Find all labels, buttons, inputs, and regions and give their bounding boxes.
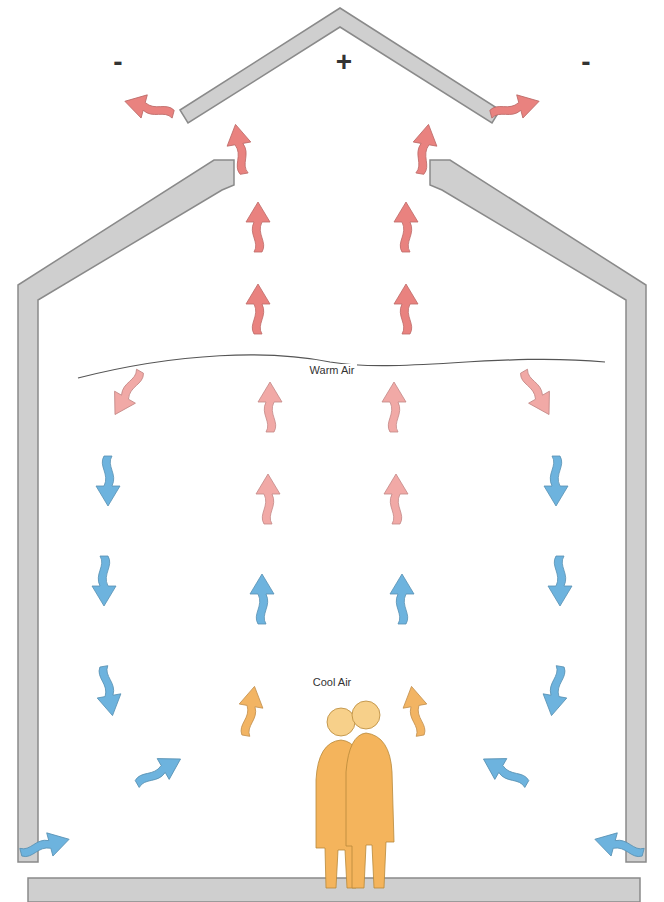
pressure-sign: - xyxy=(581,48,590,76)
airflow-arrow xyxy=(408,122,440,175)
roof-cap xyxy=(180,8,500,123)
airflow-arrow xyxy=(390,574,414,624)
airflow-arrow xyxy=(18,828,73,864)
pressure-sign: + xyxy=(336,48,352,76)
building-section xyxy=(18,8,646,902)
person-head xyxy=(327,708,355,736)
airflow-arrow xyxy=(514,365,560,420)
left-wall xyxy=(18,160,234,862)
airflow-arrow xyxy=(400,684,432,737)
airflow-arrow xyxy=(105,365,151,420)
airflow-arrow xyxy=(592,828,647,864)
airflow-arrow xyxy=(92,664,124,717)
airflow-arrow xyxy=(256,474,280,524)
people-figures xyxy=(316,701,394,888)
airflow-arrow xyxy=(122,90,177,126)
airflow-arrow xyxy=(234,684,266,737)
airflow-arrow xyxy=(131,749,186,795)
airflow-arrow xyxy=(477,749,532,795)
airflow-arrow xyxy=(394,284,418,334)
zone-label: Cool Air xyxy=(313,677,352,688)
airflow-arrow xyxy=(394,202,418,252)
airflow-arrow xyxy=(246,202,270,252)
person-head xyxy=(352,701,380,729)
right-wall xyxy=(430,160,646,862)
person-body xyxy=(346,733,394,888)
airflow-arrow xyxy=(488,90,543,126)
airflow-arrow xyxy=(258,382,282,432)
zone-label: Warm Air xyxy=(307,364,358,377)
airflow-arrow xyxy=(548,556,572,606)
airflow-arrow xyxy=(540,664,572,717)
airflow-arrow xyxy=(544,456,568,506)
airflow-arrow xyxy=(246,284,270,334)
airflow-arrow xyxy=(224,122,256,175)
airflow-arrow xyxy=(92,556,116,606)
airflow-arrow xyxy=(96,456,120,506)
airflow-arrow xyxy=(384,474,408,524)
airflow-arrow xyxy=(382,382,406,432)
pressure-sign: - xyxy=(113,48,122,76)
airflow-arrow xyxy=(250,574,274,624)
